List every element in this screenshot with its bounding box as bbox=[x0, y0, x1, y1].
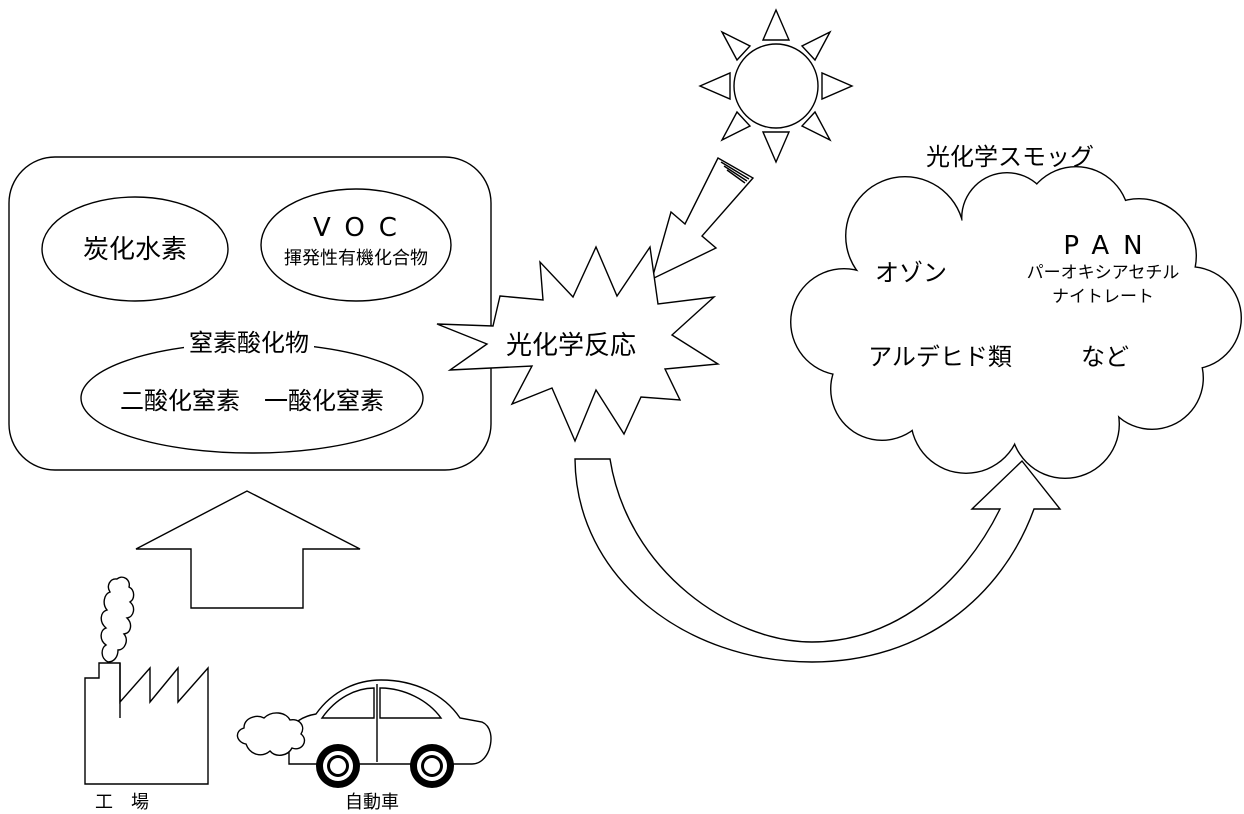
reaction-burst: 光化学反応 bbox=[436, 245, 721, 443]
pan-line2: ナイトレート bbox=[1052, 287, 1154, 307]
nox-ellipse: 窒素酸化物 二酸化窒素 一酸化窒素 bbox=[80, 326, 424, 454]
smoke-icon bbox=[100, 576, 135, 663]
car-label: 自動車 bbox=[345, 792, 399, 813]
reaction-label: 光化学反応 bbox=[506, 331, 636, 361]
car-icon bbox=[288, 679, 492, 788]
exhaust-smoke-icon bbox=[236, 712, 306, 756]
voc-title: VOC bbox=[313, 213, 411, 243]
smog-title: 光化学スモッグ bbox=[926, 143, 1094, 171]
sun-icon bbox=[698, 8, 854, 164]
etc-label: など bbox=[1081, 343, 1129, 371]
car-wheel-rear bbox=[410, 744, 454, 788]
nox-items: 二酸化窒素 一酸化窒素 bbox=[120, 387, 384, 415]
ozone-label: オゾン bbox=[875, 259, 947, 287]
voc-ellipse: VOC 揮発性有機化合物 bbox=[260, 188, 452, 302]
aldehyde-label: アルデヒド類 bbox=[868, 343, 1012, 371]
factory-label: 工 場 bbox=[95, 792, 149, 813]
pan-line1: パーオキシアセチル bbox=[1027, 263, 1180, 283]
voc-subtitle: 揮発性有機化合物 bbox=[284, 248, 428, 269]
car-wheel-front bbox=[316, 744, 360, 788]
hydrocarbon-label: 炭化水素 bbox=[83, 235, 187, 265]
nox-title: 窒素酸化物 bbox=[189, 329, 309, 357]
factory-icon bbox=[84, 662, 209, 785]
sunlight-arrow bbox=[650, 157, 755, 281]
pan-title: PAN bbox=[1063, 231, 1156, 261]
upward-arrow bbox=[135, 490, 361, 609]
hydrocarbon-ellipse: 炭化水素 bbox=[41, 196, 229, 302]
curved-arrow bbox=[574, 458, 1062, 663]
smog-cloud: オゾン PAN パーオキシアセチル ナイトレート アルデヒド類 など bbox=[790, 166, 1242, 479]
